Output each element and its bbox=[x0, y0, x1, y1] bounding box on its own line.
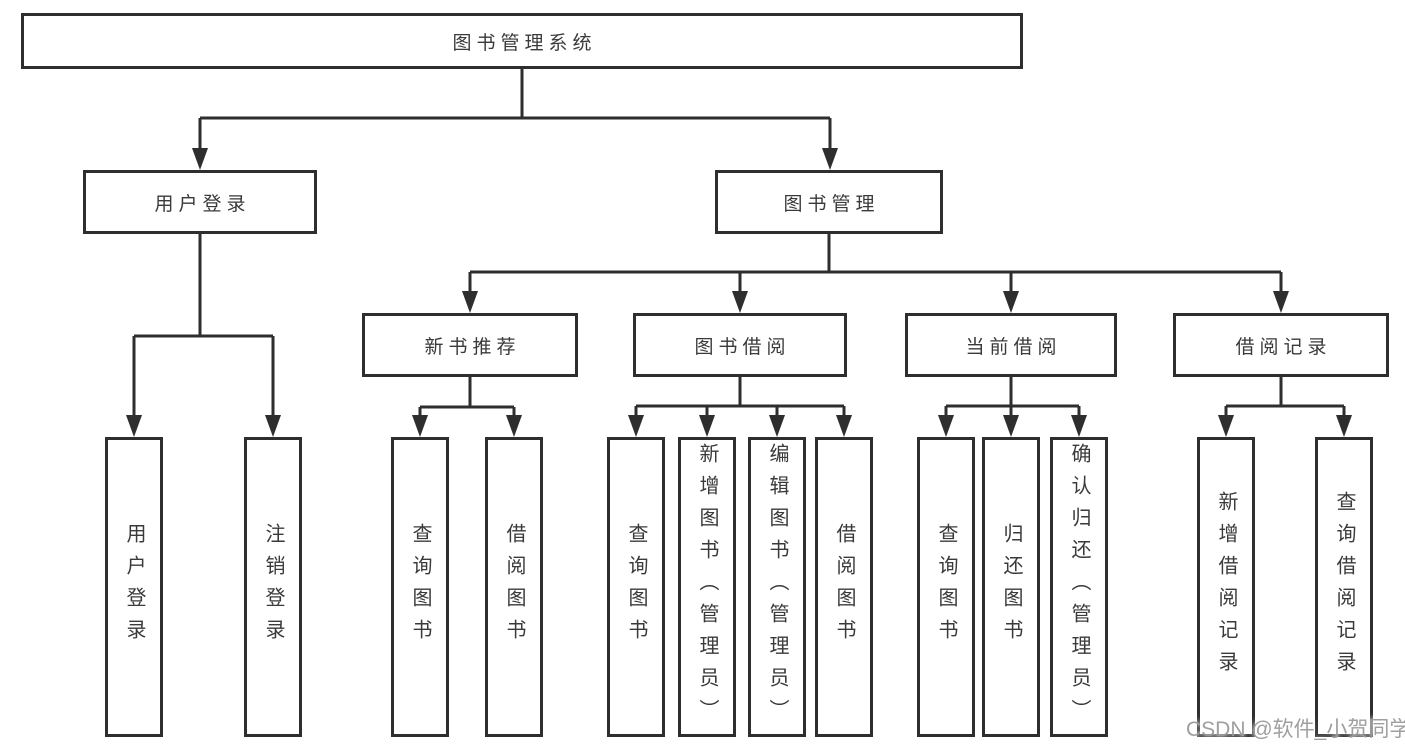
leaf-label: 编辑图书（管理员） bbox=[766, 443, 788, 731]
node-new-book-recommend: 新书推荐 bbox=[362, 313, 578, 377]
node-book-management-label: 图书管理 bbox=[783, 193, 880, 215]
node-book-borrow-label: 图书借阅 bbox=[694, 336, 791, 358]
leaf-query-borrow-record: 查询借阅记录 bbox=[1315, 437, 1373, 737]
leaf-edit-books-admin: 编辑图书（管理员） bbox=[748, 437, 806, 737]
leaf-logout: 注销登录 bbox=[244, 437, 302, 737]
node-book-borrow: 图书借阅 bbox=[633, 313, 847, 377]
leaf-confirm-return-admin: 确认归还（管理员） bbox=[1050, 437, 1108, 737]
leaf-label: 查询借阅记录 bbox=[1333, 491, 1355, 683]
arrowhead-icons bbox=[126, 148, 1352, 437]
leaf-label: 借阅图书 bbox=[833, 523, 855, 651]
node-root-label: 图书管理系统 bbox=[452, 32, 597, 54]
leaf-label: 确认归还（管理员） bbox=[1068, 443, 1090, 731]
leaf-user-login: 用户登录 bbox=[105, 437, 163, 737]
leaf-add-borrow-record: 新增借阅记录 bbox=[1197, 437, 1255, 737]
leaf-query-books-current: 查询图书 bbox=[917, 437, 975, 737]
node-user-login: 用户登录 bbox=[83, 170, 317, 234]
leaf-label: 查询图书 bbox=[625, 523, 647, 651]
node-borrow-record-label: 借阅记录 bbox=[1235, 336, 1332, 358]
leaf-query-books-borrow: 查询图书 bbox=[607, 437, 665, 737]
leaf-label: 新增图书（管理员） bbox=[696, 443, 718, 731]
node-user-login-label: 用户登录 bbox=[154, 193, 251, 215]
leaf-label: 查询图书 bbox=[409, 523, 431, 651]
leaf-add-books-admin: 新增图书（管理员） bbox=[678, 437, 736, 737]
leaf-label: 查询图书 bbox=[935, 523, 957, 651]
leaf-label: 注销登录 bbox=[262, 523, 284, 651]
node-book-management: 图书管理 bbox=[715, 170, 943, 234]
leaf-label: 借阅图书 bbox=[503, 523, 525, 651]
leaf-borrow-books: 借阅图书 bbox=[815, 437, 873, 737]
leaf-return-books: 归还图书 bbox=[982, 437, 1040, 737]
watermark: CSDN @软件_小贺同学 bbox=[1186, 718, 1405, 741]
node-root: 图书管理系统 bbox=[21, 13, 1023, 69]
node-current-borrow: 当前借阅 bbox=[905, 313, 1117, 377]
leaf-label: 用户登录 bbox=[123, 523, 145, 651]
leaf-query-books-recommend: 查询图书 bbox=[391, 437, 449, 737]
leaf-borrow-books-recommend: 借阅图书 bbox=[485, 437, 543, 737]
leaf-label: 归还图书 bbox=[1000, 523, 1022, 651]
node-current-borrow-label: 当前借阅 bbox=[965, 336, 1062, 358]
leaf-label: 新增借阅记录 bbox=[1215, 491, 1237, 683]
node-borrow-record: 借阅记录 bbox=[1173, 313, 1389, 377]
node-new-book-recommend-label: 新书推荐 bbox=[424, 336, 521, 358]
